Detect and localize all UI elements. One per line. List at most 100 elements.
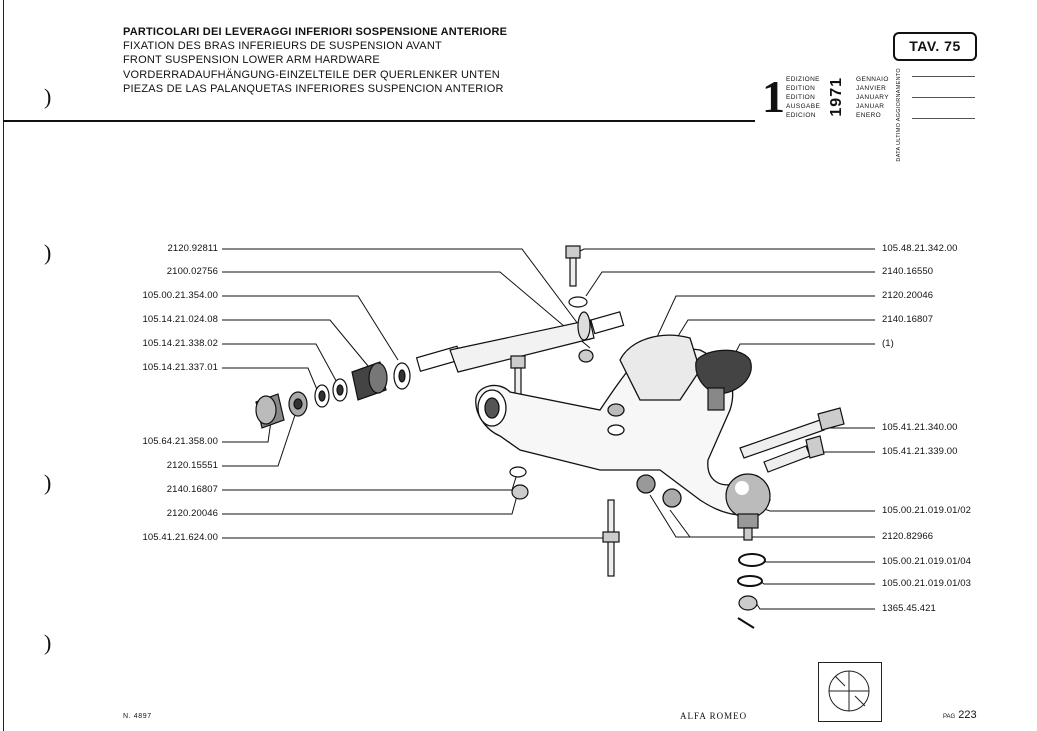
bump-stop: [695, 349, 752, 411]
binding-margin-line: [3, 0, 4, 731]
page-number: 223: [958, 709, 977, 721]
nut: [662, 488, 682, 508]
header-rule: [3, 120, 755, 122]
edition-box: 1 EDIZIONE EDITION EDITION AUSGABE EDICI…: [762, 73, 908, 123]
brand-logo-sketch: [828, 670, 870, 712]
part-number-label: 105.00.21.019.01/02: [882, 505, 972, 516]
punch-hole-mark: ): [44, 630, 52, 655]
part-number-label: 2120.15551: [166, 460, 218, 471]
bolt-head: [565, 245, 581, 259]
pivot-shaft-assembly: [255, 311, 625, 429]
washer: [568, 296, 588, 308]
leader-line: [222, 271, 591, 349]
part-number-label: 105.41.21.339.00: [882, 446, 958, 457]
part-number-label: 1365.45.421: [882, 603, 936, 614]
title-block: PARTICOLARI DEI LEVERAGGI INFERIORI SOSP…: [123, 25, 507, 96]
bolt-shank: [569, 257, 577, 287]
ball-joint: [725, 473, 771, 519]
leader-line: [222, 491, 519, 515]
nut: [578, 349, 594, 363]
part-number-label: 2140.16807: [882, 314, 934, 325]
leader-line: [222, 319, 369, 367]
title-spanish: PIEZAS DE LAS PALANQUETAS INFERIORES SUS…: [123, 82, 504, 95]
leader-line: [755, 505, 875, 512]
edition-number: 1: [762, 71, 785, 122]
bolts: [509, 245, 845, 577]
leader-line: [759, 580, 875, 585]
leader-line: [755, 602, 875, 610]
short-bolt: [763, 445, 811, 473]
leader-line: [222, 535, 613, 539]
leader-line: [222, 248, 591, 341]
edition-month: JANUARY: [856, 94, 890, 101]
update-line: [912, 97, 975, 98]
title-italian: PARTICOLARI DEI LEVERAGGI INFERIORI SOSP…: [123, 26, 508, 38]
bushing: [636, 474, 656, 494]
plate-number: TAV. 75: [893, 32, 977, 61]
part-number-label: 105.00.21.354.00: [142, 290, 218, 301]
leader-line: [761, 559, 875, 563]
part-number-label: 105.14.21.338.02: [142, 338, 218, 349]
nut: [511, 484, 529, 500]
title-english: FRONT SUSPENSION LOWER ARM HARDWARE: [123, 54, 380, 67]
part-number-label: 105.00.21.019.01/04: [882, 556, 972, 567]
part-number-label: 2120.92811: [167, 243, 218, 254]
bolt-head: [817, 407, 845, 431]
edition-month: JANUAR: [856, 103, 885, 110]
ball-joint-stem: [737, 513, 759, 529]
brand-wordmark: ALFA ROMEO: [680, 711, 748, 721]
leader-line: [222, 295, 399, 361]
castle-nut: [738, 595, 758, 611]
bolt-head: [510, 355, 526, 369]
nut: [607, 403, 625, 417]
part-number-label: 105.14.21.337.01: [142, 362, 218, 373]
document-number: N. 4897: [123, 713, 152, 720]
stud-nut: [602, 531, 620, 543]
seal-ring: [738, 553, 766, 567]
part-number-label: 2140.16550: [882, 266, 934, 277]
update-line: [912, 76, 975, 77]
shaft-flange: [577, 311, 591, 341]
punch-hole-mark: ): [44, 84, 52, 109]
part-number-label: 105.64.21.358.00: [142, 436, 218, 447]
edition-label: EDITION: [786, 94, 816, 101]
title-french: FIXATION DES BRAS INFERIEURS DE SUSPENSI…: [123, 40, 442, 53]
leader-line: [222, 473, 518, 491]
ball-joint-assembly: [725, 473, 771, 629]
leader-line: [222, 367, 319, 393]
edition-month: ENERO: [856, 112, 882, 119]
part-number-label: 105.48.21.342.00: [882, 243, 958, 254]
edition-month: JANVIER: [856, 85, 887, 92]
part-number-label: 105.14.21.024.08: [142, 314, 218, 325]
leader-line: [577, 248, 875, 253]
edition-months: GENNAIO JANVIER JANUARY JANUAR ENERO: [856, 75, 889, 120]
title-german: VORDERRADAUFHÄNGUNG-EINZELTEILE DER QUER…: [123, 68, 500, 81]
part-number-label: 105.41.21.340.00: [882, 422, 958, 433]
brand-logo: [818, 662, 882, 722]
part-number-label: 2120.20046: [882, 290, 934, 301]
part-number-label: 2120.82966: [882, 531, 934, 542]
pivot-shaft: [449, 319, 595, 373]
edition-month: GENNAIO: [856, 76, 889, 83]
leader-line: [585, 271, 875, 297]
part-number-label: 2140.16807: [166, 484, 218, 495]
rubber-bushing-face: [368, 362, 388, 394]
punch-hole-mark: ): [44, 470, 52, 495]
edition-label: EDICION: [786, 112, 816, 119]
washer-hole: [398, 369, 406, 383]
leader-line: [669, 509, 875, 538]
retaining-ring: [737, 575, 763, 587]
lower-control-arm: [475, 334, 771, 516]
edition-label: EDIZIONE: [786, 76, 820, 83]
leader-line: [649, 494, 875, 538]
edition-label: AUSGABE: [786, 103, 821, 110]
cotter-pin: [737, 617, 755, 629]
part-number-label: 105.00.21.019.01/03: [882, 578, 972, 589]
washer: [509, 466, 527, 478]
edition-label: EDITION: [786, 85, 816, 92]
washer: [607, 424, 625, 436]
part-number-label: 2100.02756: [166, 266, 218, 277]
threaded-shaft-end: [590, 311, 625, 335]
